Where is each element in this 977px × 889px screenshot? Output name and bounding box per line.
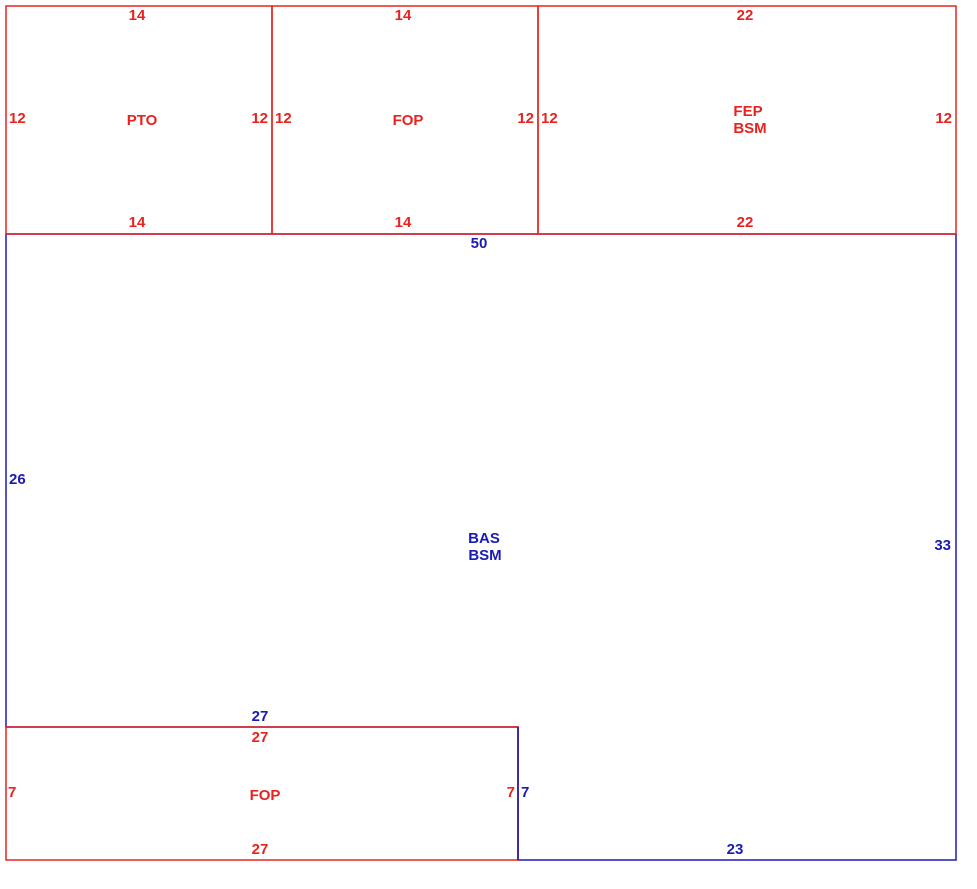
fop-upper-dim-top: 14 <box>395 7 412 24</box>
fop-lower-label: FOP <box>250 787 281 804</box>
fop-upper-dim-right: 12 <box>517 110 534 127</box>
bas-dim-left: 26 <box>9 471 26 488</box>
fep-outline <box>537 5 957 235</box>
pto-dim-bottom: 14 <box>129 214 146 231</box>
bas-dim-right: 33 <box>934 537 951 554</box>
pto-dim-top: 14 <box>129 7 146 24</box>
pto-label: PTO <box>127 112 158 129</box>
bas-dim-bottom: 23 <box>727 841 744 858</box>
fep-label-line1: FEP <box>733 103 762 120</box>
fop-lower-dim-bottom: 27 <box>252 841 269 858</box>
fop-upper-label: FOP <box>393 112 424 129</box>
pto-dim-left: 12 <box>9 110 26 127</box>
bas-label-line1: BAS <box>468 530 500 547</box>
fep-dim-top: 22 <box>737 7 754 24</box>
fop-lower-dim-top: 27 <box>252 729 269 746</box>
bas-dim-top: 50 <box>471 235 488 252</box>
fop-lower-dim-left: 7 <box>8 784 16 801</box>
bas-dim-notch-top: 27 <box>252 708 269 725</box>
bas-label-line2: BSM <box>468 547 501 564</box>
fep-dim-right: 12 <box>935 110 952 127</box>
bas-dim-notch-side: 7 <box>521 784 529 801</box>
fop-lower-dim-right: 7 <box>507 784 515 801</box>
fop-upper-dim-bottom: 14 <box>395 214 412 231</box>
fop-upper-dim-left: 12 <box>275 110 292 127</box>
fep-label-line2: BSM <box>733 120 766 137</box>
pto-dim-right: 12 <box>251 110 268 127</box>
fep-dim-bottom: 22 <box>737 214 754 231</box>
fep-dim-left: 12 <box>541 110 558 127</box>
